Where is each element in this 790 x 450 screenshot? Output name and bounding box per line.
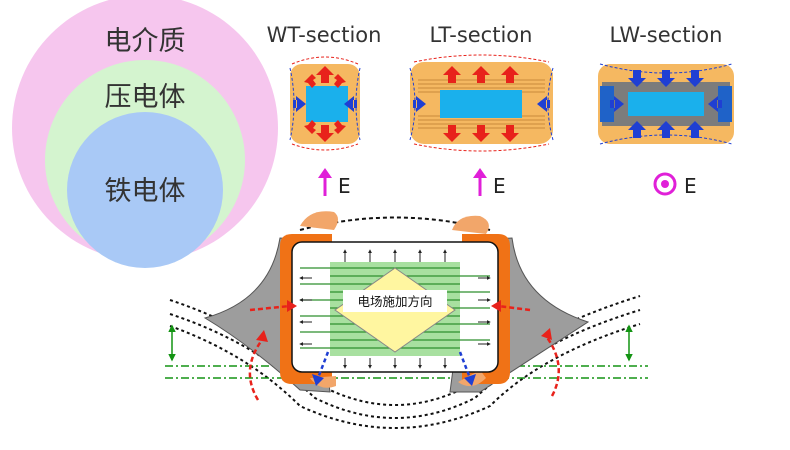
red-arrow-icon bbox=[316, 66, 334, 83]
lt-section-title: LT-section bbox=[430, 23, 533, 47]
red-arrow-icon bbox=[541, 328, 552, 340]
field-direction-label: 电场施加方向 bbox=[357, 294, 432, 309]
venn-diagram: 电介质 压电体 铁电体 bbox=[12, 0, 278, 268]
red-arrow-icon bbox=[316, 125, 334, 142]
red-arrow-icon bbox=[501, 125, 519, 142]
red-arrow-icon bbox=[287, 300, 297, 312]
ferroelectric-label: 铁电体 bbox=[105, 176, 186, 207]
red-arrow-icon bbox=[443, 66, 461, 83]
blue-arrow-icon bbox=[293, 96, 306, 112]
blue-arrow-icon bbox=[413, 96, 426, 112]
board-bending-figure: 电场施加方向 bbox=[165, 211, 648, 429]
wt-field-indicator: E bbox=[318, 168, 351, 198]
blue-arrow-icon bbox=[610, 96, 624, 112]
wt-field-label: E bbox=[338, 174, 351, 198]
lw-section-figure bbox=[598, 63, 734, 145]
red-arrow-icon bbox=[472, 125, 490, 142]
lt-section-figure bbox=[409, 54, 554, 152]
red-arrow-icon bbox=[334, 120, 346, 134]
piezoelectric-label: 压电体 bbox=[105, 82, 186, 113]
red-arrow-icon bbox=[304, 120, 316, 134]
blue-arrow-icon bbox=[464, 374, 476, 386]
lw-field-indicator: E bbox=[653, 172, 697, 198]
lt-field-label: E bbox=[493, 174, 506, 198]
blue-arrow-icon bbox=[708, 96, 722, 112]
dot-circle-icon bbox=[661, 180, 669, 188]
red-arrow-icon bbox=[501, 66, 519, 83]
wt-section-figure bbox=[289, 56, 361, 151]
red-arrow-icon bbox=[256, 330, 268, 342]
up-arrow-icon bbox=[473, 168, 487, 178]
red-arrow-icon bbox=[304, 74, 316, 88]
blue-arrow-icon bbox=[628, 121, 646, 138]
red-arrow-icon bbox=[491, 300, 501, 312]
blue-arrow-icon bbox=[537, 96, 550, 112]
blue-arrow-icon bbox=[686, 121, 704, 138]
ferroelectric-circle bbox=[67, 112, 223, 268]
blue-arrow-icon bbox=[344, 96, 357, 112]
blue-arrow-icon bbox=[686, 70, 704, 87]
red-arrow-icon bbox=[443, 125, 461, 142]
blue-arrow-icon bbox=[657, 70, 675, 87]
red-arrow-icon bbox=[472, 66, 490, 83]
up-arrow-icon bbox=[318, 168, 332, 178]
dielectric-label: 电介质 bbox=[105, 26, 186, 57]
lw-section-title: LW-section bbox=[610, 23, 723, 47]
dot-circle-icon bbox=[653, 172, 677, 196]
blue-arrow-icon bbox=[657, 121, 675, 138]
lt-field-indicator: E bbox=[473, 168, 506, 198]
red-arrow-icon bbox=[334, 74, 346, 88]
lw-field-label: E bbox=[684, 174, 697, 198]
blue-arrow-icon bbox=[312, 374, 324, 386]
blue-arrow-icon bbox=[628, 70, 646, 87]
wt-section-title: WT-section bbox=[267, 23, 382, 47]
